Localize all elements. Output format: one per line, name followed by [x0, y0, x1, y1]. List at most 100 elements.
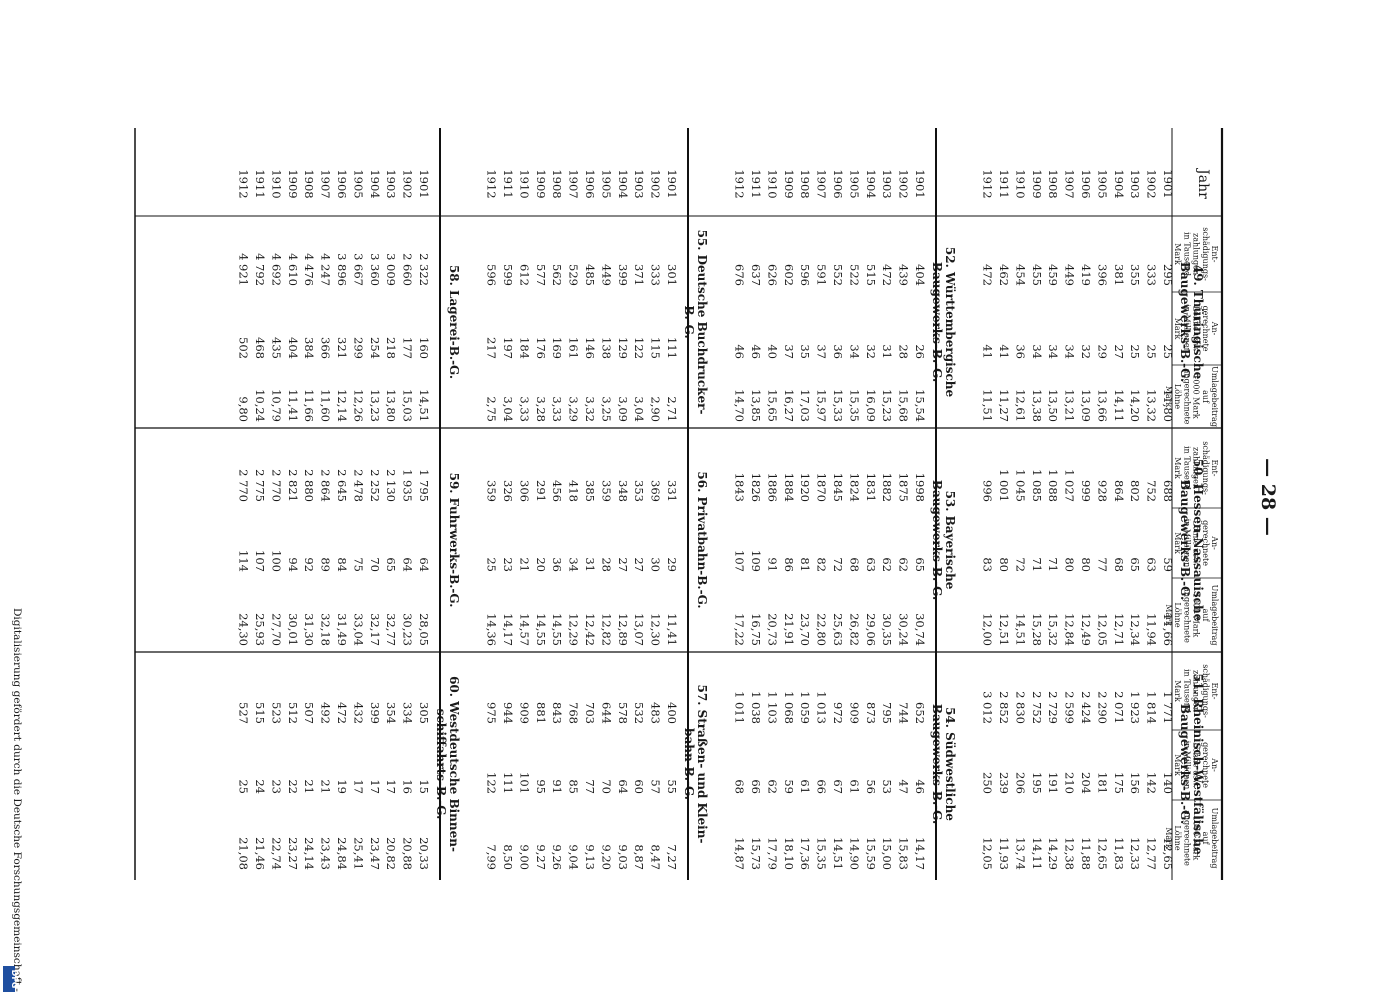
value-cell: 94 — [286, 557, 300, 572]
value-cell: 138 — [599, 337, 613, 359]
value-cell: 9,03 — [616, 844, 630, 870]
year-cell: 1901 — [417, 169, 431, 198]
header-col1-line: Ent- — [1210, 246, 1219, 263]
value-cell: 176 — [534, 337, 548, 359]
value-cell: 3 360 — [368, 253, 382, 286]
value-cell: 4 921 — [237, 253, 251, 286]
value-cell: 27,70 — [269, 613, 283, 646]
year-cell: 1910 — [765, 169, 779, 198]
year-cell: 1912 — [237, 169, 251, 198]
header-col1-line: zahlungen — [1192, 670, 1201, 712]
value-cell: 523 — [269, 702, 283, 724]
year-cell: 1905 — [351, 169, 365, 198]
value-cell: 114 — [237, 550, 251, 572]
value-cell: 25,41 — [351, 837, 365, 870]
year-cell: 1905 — [1095, 169, 1109, 198]
value-cell: 1843 — [733, 473, 747, 502]
value-cell: 64 — [401, 557, 415, 572]
value-cell: 15,00 — [880, 837, 894, 870]
value-cell: 64 — [417, 557, 431, 572]
value-cell: 20 — [534, 557, 548, 572]
value-cell: 1 011 — [733, 691, 747, 724]
value-cell: 15,23 — [880, 389, 894, 422]
value-cell: 25 — [1161, 344, 1175, 359]
value-cell: 122 — [632, 337, 646, 359]
value-cell: 35 — [798, 344, 812, 359]
header-col3-line: 1000 Mark — [1192, 593, 1201, 638]
value-cell: 8,87 — [632, 844, 646, 870]
value-cell: 334 — [401, 702, 415, 724]
value-cell: 483 — [649, 702, 663, 724]
value-cell: 1 045 — [1013, 469, 1027, 502]
value-cell: 12,77 — [1145, 837, 1159, 870]
section-title: 58. Lagerei-B.-G. — [447, 265, 461, 379]
value-cell: 23,43 — [319, 837, 333, 870]
value-cell: 26,82 — [847, 613, 861, 646]
value-cell: 13,80 — [384, 389, 398, 422]
value-cell: 843 — [550, 702, 564, 724]
value-cell: 3,04 — [632, 396, 646, 422]
value-cell: 24 — [253, 779, 267, 794]
value-cell: 16,27 — [782, 389, 796, 422]
header-col1-line: schädigungs- — [1201, 441, 1210, 495]
dfg-logo: DFG — [3, 966, 19, 992]
value-cell: 3 667 — [351, 253, 365, 286]
year-cell: 1906 — [1079, 169, 1093, 198]
header-col1-line: Mark — [1173, 243, 1182, 265]
value-cell: 435 — [269, 337, 283, 359]
year-cell: 1904 — [368, 169, 382, 198]
value-cell: 577 — [534, 264, 548, 286]
value-cell: 12,65 — [1095, 837, 1109, 870]
value-cell: 9,00 — [517, 844, 531, 870]
year-cell: 1903 — [632, 169, 646, 198]
value-cell: 80 — [1063, 557, 1077, 572]
value-cell: 12,51 — [997, 613, 1011, 646]
value-cell: 250 — [981, 772, 995, 794]
section-title: 60. Westdeutsche Binnen- — [447, 676, 461, 852]
value-cell: 14,87 — [733, 837, 747, 870]
value-cell: 418 — [567, 480, 581, 502]
value-cell: 8,47 — [649, 844, 663, 870]
value-cell: 34 — [567, 557, 581, 572]
year-cell: 1902 — [1145, 169, 1159, 198]
value-cell: 11,41 — [665, 613, 679, 646]
value-cell: 348 — [616, 480, 630, 502]
value-cell: 11,51 — [981, 389, 995, 422]
value-cell: 515 — [864, 264, 878, 286]
value-cell: 9,20 — [599, 844, 613, 870]
value-cell: 3,32 — [583, 396, 597, 422]
section-title: 52. Württembergische — [943, 247, 957, 398]
value-cell: 14,70 — [733, 389, 747, 422]
value-cell: 369 — [649, 480, 663, 502]
year-cell: 1906 — [583, 169, 597, 198]
value-cell: 864 — [1112, 480, 1126, 502]
year-cell: 1903 — [384, 169, 398, 198]
value-cell: 23,70 — [798, 613, 812, 646]
header-col3-line: 1000 Mark — [1192, 374, 1201, 419]
value-cell: 1 771 — [1161, 691, 1175, 724]
value-cell: 107 — [733, 550, 747, 572]
value-cell: 15,28 — [1030, 613, 1044, 646]
value-cell: 1 103 — [765, 691, 779, 724]
year-cell: 1910 — [269, 169, 283, 198]
value-cell: 111 — [665, 337, 679, 359]
value-cell: 703 — [583, 702, 597, 724]
value-cell: 12,82 — [599, 613, 613, 646]
header-col3-line: 1000 Mark — [1192, 816, 1201, 861]
value-cell: 14,11 — [1112, 389, 1126, 422]
header-col1-line: zahlungen — [1192, 447, 1201, 489]
value-cell: 33,04 — [351, 613, 365, 646]
year-cell: 1908 — [798, 169, 812, 198]
year-cell: 1901 — [913, 169, 927, 198]
value-cell: 14,55 — [550, 613, 564, 646]
header-col2-line: in Millionen — [1182, 519, 1191, 568]
section-title: Baugewerks-B.-G. — [1178, 480, 1192, 600]
value-cell: 142 — [1145, 772, 1159, 794]
value-cell: 305 — [417, 702, 431, 724]
value-cell: 472 — [880, 264, 894, 286]
value-cell: 21,46 — [253, 837, 267, 870]
value-cell: 40 — [765, 344, 779, 359]
value-cell: 71 — [1046, 557, 1060, 572]
value-cell: 11,88 — [1079, 837, 1093, 870]
